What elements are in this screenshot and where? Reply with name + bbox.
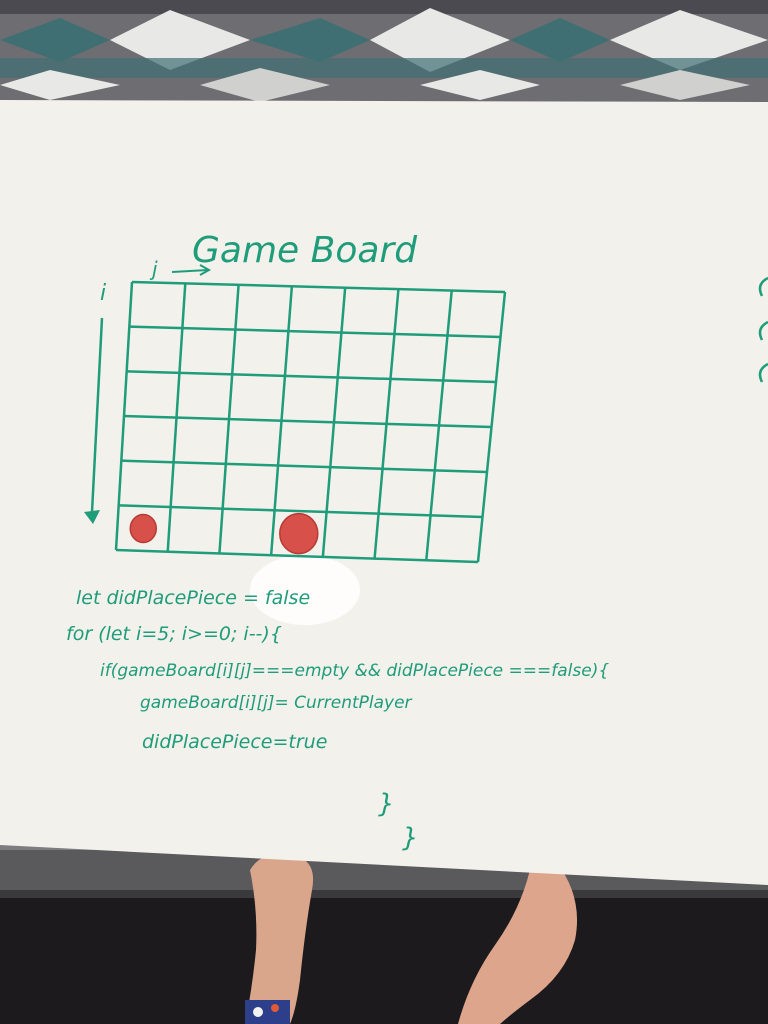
code-line-1: let didPlacePiece = false: [76, 587, 310, 609]
rug-pattern: [0, 8, 768, 102]
column-index-label: j: [149, 257, 158, 281]
red-game-piece: [279, 512, 319, 555]
light-glare: [250, 555, 360, 625]
grid-column-line: [476, 291, 507, 563]
grid-row-line: [123, 414, 492, 429]
code-line-2: for (let i=5; i>=0; i--){: [66, 623, 282, 645]
row-index-label: i: [100, 281, 106, 306]
code-line-5: didPlacePiece=true: [142, 731, 327, 753]
rug-background: [0, 0, 768, 110]
red-game-piece: [129, 513, 158, 544]
game-pieces: [129, 512, 319, 555]
grid-column-line: [166, 283, 187, 552]
grid-row-line: [131, 280, 506, 294]
grid-column-line: [425, 290, 453, 561]
code-line-6: }: [378, 789, 395, 819]
board-title: Game Board: [192, 230, 418, 271]
grid-column-line: [218, 284, 240, 554]
grid-row-line: [129, 325, 501, 339]
grid-column-line: [269, 286, 294, 556]
code-line-3: if(gameBoard[i][j]===empty && didPlacePi…: [100, 661, 609, 681]
grid-column-line: [321, 287, 347, 557]
grid-column-line: [114, 281, 134, 551]
grid-row-line: [118, 504, 483, 519]
grid-column-line: [373, 289, 400, 559]
column-arrow-icon: [171, 269, 209, 273]
right-foot: [458, 865, 578, 1024]
partial-writing-right-edge: [758, 276, 768, 383]
code-line-7: }: [402, 823, 419, 853]
grid-row-line: [121, 459, 488, 474]
grid-row-line: [115, 548, 479, 564]
left-foot: [245, 854, 314, 1024]
whiteboard-surface: [0, 100, 768, 885]
row-arrow-icon: [90, 317, 104, 513]
code-line-4: gameBoard[i][j]= CurrentPlayer: [140, 693, 413, 713]
grid-row-line: [126, 370, 497, 384]
game-grid: [114, 280, 507, 564]
